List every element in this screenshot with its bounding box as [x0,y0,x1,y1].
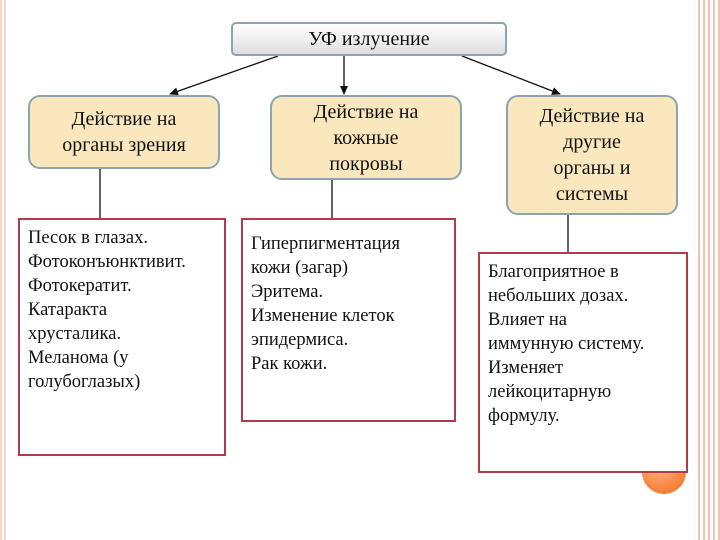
arrow-to-other-organs [461,55,561,95]
details-eyes: Песок в глазах. Фотоконъюнктивит. Фотоке… [18,218,226,456]
category-eyes: Действие на органы зрения [28,95,220,169]
category-skin: Действие на кожные покровы [270,95,462,180]
arrow-to-eyes [169,55,279,96]
right-decorative-stripes [698,0,720,540]
details-other-organs: Благоприятное в небольших дозах. Влияет … [478,252,688,473]
root-label: УФ излучение [308,27,430,50]
category-skin-label: Действие на кожные покровы [313,100,419,175]
category-other-organs-label: Действие на другие органы и системы [539,105,645,205]
details-skin: Гиперпигментация кожи (загар) Эритема. И… [241,218,456,422]
category-eyes-label: Действие на органы зрения [62,108,186,156]
root-node-uv-radiation: УФ излучение [231,22,507,56]
left-decorative-stripes [0,0,6,540]
category-other-organs: Действие на другие органы и системы [506,95,678,215]
